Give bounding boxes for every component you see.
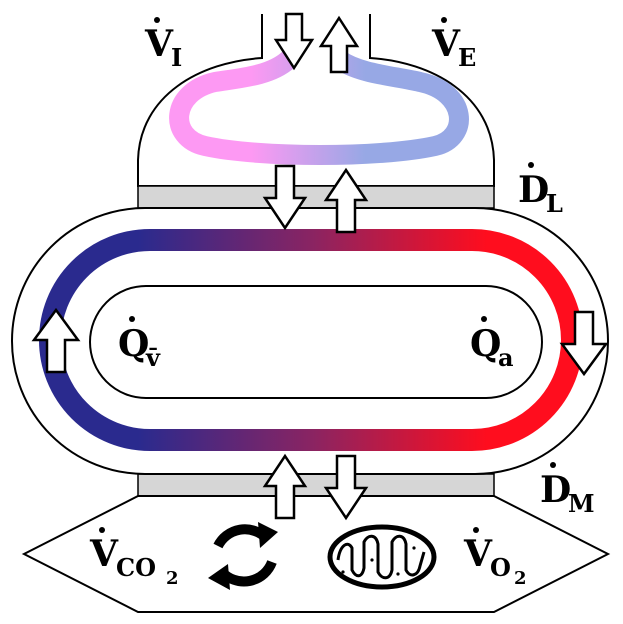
svg-text:M: M: [568, 489, 595, 518]
svg-text:v̄: v̄: [145, 343, 161, 372]
inspired-arrow-icon: [273, 12, 315, 71]
svg-text:V: V: [144, 23, 174, 65]
svg-text:V: V: [431, 23, 461, 65]
svg-text:V: V: [89, 533, 119, 575]
expired-arrow-icon: [318, 15, 360, 74]
label-q-arterial: Q a: [470, 316, 514, 372]
mitochondrion-icon: [327, 524, 437, 590]
muscle-o2-arrow-icon: [323, 454, 369, 521]
svg-text:O: O: [490, 553, 511, 582]
cycle-arrowhead-bottom-icon: [208, 564, 230, 590]
svg-text:E: E: [458, 43, 476, 72]
svg-text:2: 2: [166, 568, 179, 589]
svg-text:D: D: [518, 169, 549, 211]
ventilation-loop: [169, 50, 469, 165]
label-d-muscle: D M: [540, 462, 595, 518]
label-d-lung: D L: [518, 162, 563, 218]
svg-text:2: 2: [514, 568, 527, 589]
venous-flow-arrow-icon: [31, 307, 81, 374]
svg-text:L: L: [546, 189, 563, 218]
tissue-compartment: [21, 495, 611, 613]
cycle-arrowhead-top-icon: [258, 522, 278, 548]
arterial-flow-arrow-icon: [559, 310, 609, 377]
lung-o2-arrow-icon: [262, 164, 308, 231]
label-q-venous: Q v̄: [118, 316, 161, 372]
label-v-co2: V CO 2: [89, 527, 179, 589]
svg-text:a: a: [498, 343, 514, 372]
label-v-inspired: V I: [144, 17, 182, 72]
svg-text:Q: Q: [470, 323, 501, 365]
svg-text:I: I: [171, 43, 182, 72]
svg-text:D: D: [540, 469, 571, 511]
circulation-inner: [89, 285, 543, 399]
svg-text:V: V: [463, 533, 493, 575]
lung-membrane: [137, 185, 495, 209]
lung-co2-arrow-icon: [323, 167, 369, 234]
muscle-co2-arrow-icon: [262, 453, 308, 520]
label-v-expired: V E: [431, 17, 476, 72]
svg-text:CO: CO: [116, 553, 156, 582]
svg-text:Q: Q: [118, 323, 149, 365]
label-v-o2: V O 2: [463, 527, 527, 589]
muscle-membrane: [137, 473, 495, 497]
